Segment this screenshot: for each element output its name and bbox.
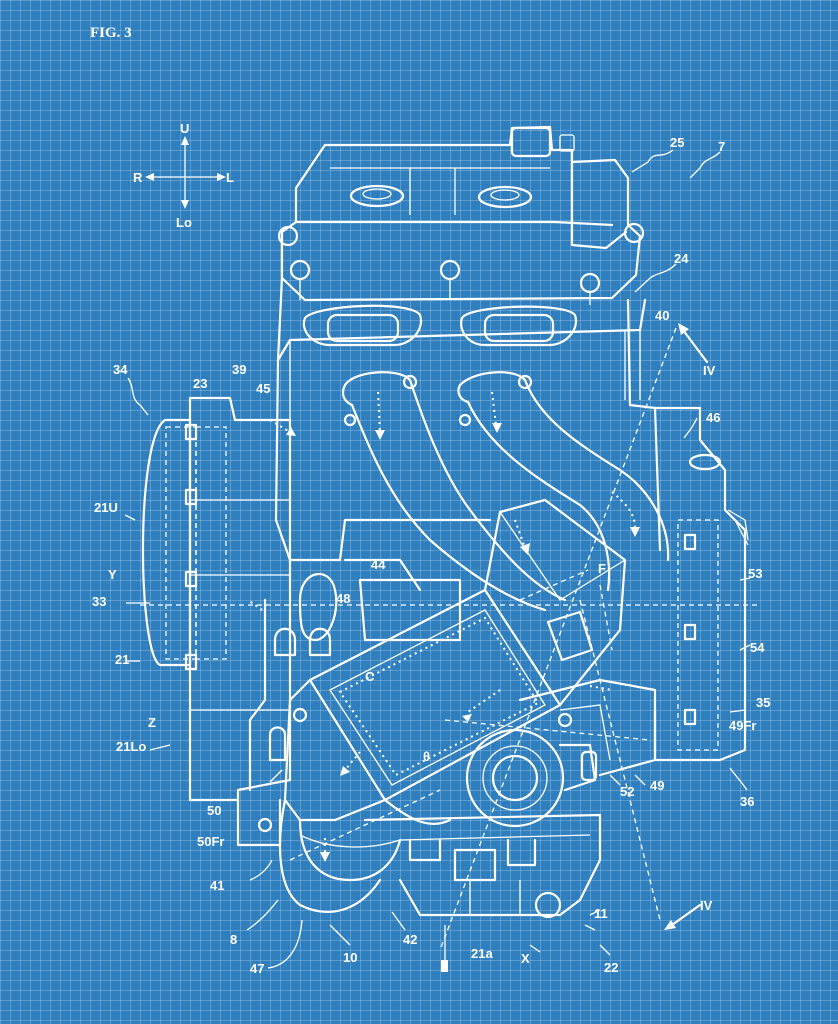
flow-arrows (247, 391, 640, 862)
label-44: 44 (371, 557, 386, 572)
label-y: Y (108, 567, 117, 582)
label-35: 35 (756, 695, 770, 710)
exhaust-pipes (341, 371, 670, 612)
label-iv-top: IV (703, 363, 716, 378)
label-39: 39 (232, 362, 246, 377)
compass-up-label: U (180, 121, 189, 136)
oil-filter (465, 728, 598, 828)
figure-title: FIG. 3 (90, 25, 132, 41)
exhaust-ports (302, 304, 578, 347)
label-10: 10 (343, 950, 357, 965)
label-47: 47 (250, 961, 264, 976)
label-53: 53 (748, 566, 762, 581)
label-21u: 21U (94, 500, 118, 515)
section-arrows (664, 323, 709, 930)
reference-lines (140, 327, 760, 972)
label-8: 8 (230, 932, 237, 947)
label-11: 11 (594, 906, 608, 921)
label-42: 42 (403, 932, 417, 947)
label-21lo: 21Lo (116, 739, 146, 754)
oil-pan (363, 813, 602, 919)
lower-exhaust (278, 678, 452, 913)
label-49fr: 49Fr (729, 718, 756, 733)
label-48: 48 (336, 591, 350, 606)
label-theta: θ (423, 749, 430, 764)
label-21: 21 (115, 652, 129, 667)
label-z: Z (148, 715, 156, 730)
label-23: 23 (193, 376, 207, 391)
compass-down-label: Lo (176, 215, 192, 230)
label-iv-bottom: IV (700, 898, 713, 913)
label-33: 33 (92, 594, 106, 609)
label-46: 46 (706, 410, 720, 425)
label-21a: 21a (471, 946, 493, 961)
cylinder-block (274, 276, 662, 562)
label-41: 41 (210, 878, 224, 893)
label-24: 24 (674, 251, 689, 266)
head-cover (277, 125, 645, 305)
leader-lines (124, 149, 751, 969)
label-54: 54 (750, 640, 765, 655)
label-7: 7 (718, 139, 725, 154)
label-50: 50 (207, 803, 221, 818)
label-x: X (521, 951, 530, 966)
label-36: 36 (740, 794, 754, 809)
label-25: 25 (670, 135, 684, 150)
generator-cover (141, 396, 292, 802)
label-34: 34 (113, 362, 128, 377)
direction-compass: U Lo R L (133, 121, 234, 230)
compass-right-label: R (133, 170, 143, 185)
label-40: 40 (655, 308, 669, 323)
catalyst-box (308, 498, 627, 802)
label-50fr: 50Fr (197, 834, 224, 849)
label-49: 49 (650, 778, 664, 793)
compass-left-label: L (226, 170, 234, 185)
right-side-cover (653, 406, 749, 762)
engine-drawing (124, 125, 760, 972)
reference-labels: 25 7 24 40 IV 34 23 39 45 46 21U Y 33 21… (92, 135, 770, 976)
label-22: 22 (604, 960, 618, 975)
lower-left-flange (236, 726, 287, 847)
label-c: C (365, 669, 375, 684)
label-f: F (598, 561, 606, 576)
label-45: 45 (256, 381, 270, 396)
label-52: 52 (620, 784, 634, 799)
